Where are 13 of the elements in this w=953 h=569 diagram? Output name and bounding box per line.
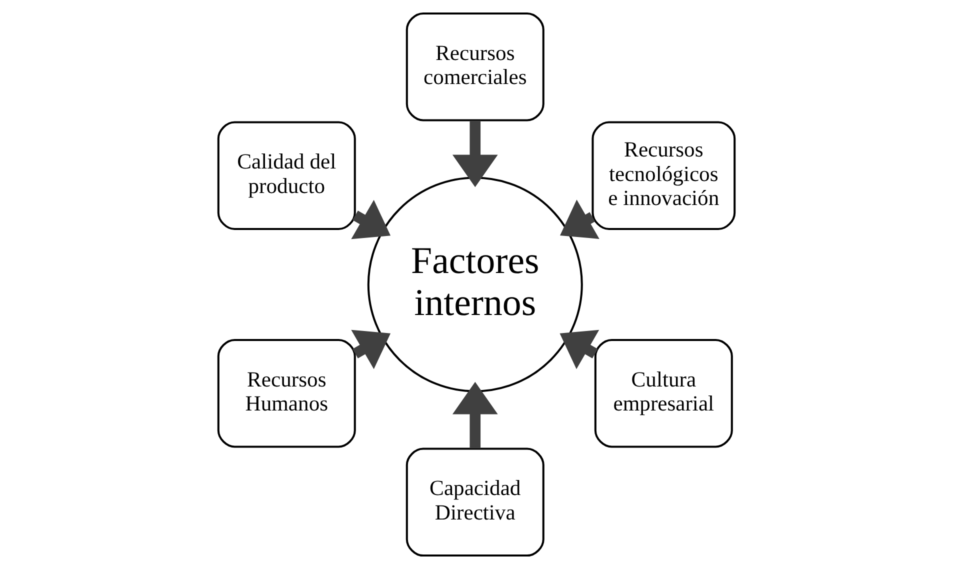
node-box: Cultura empresarial [594, 338, 733, 448]
arrow [452, 382, 498, 448]
arrow [560, 330, 600, 370]
node-box: Capacidad Directiva [406, 448, 544, 557]
node-box: Recursos comerciales [406, 12, 544, 122]
arrow [351, 330, 391, 370]
node-box: Recursos Humanos [217, 338, 356, 448]
node-box: Calidad del producto [217, 121, 356, 230]
arrow [351, 200, 391, 240]
arrow [560, 200, 600, 239]
arrow [452, 120, 498, 188]
node-circle: Factores internos [367, 176, 583, 392]
node-box: Recursos tecnológicos e innovación [592, 121, 736, 230]
